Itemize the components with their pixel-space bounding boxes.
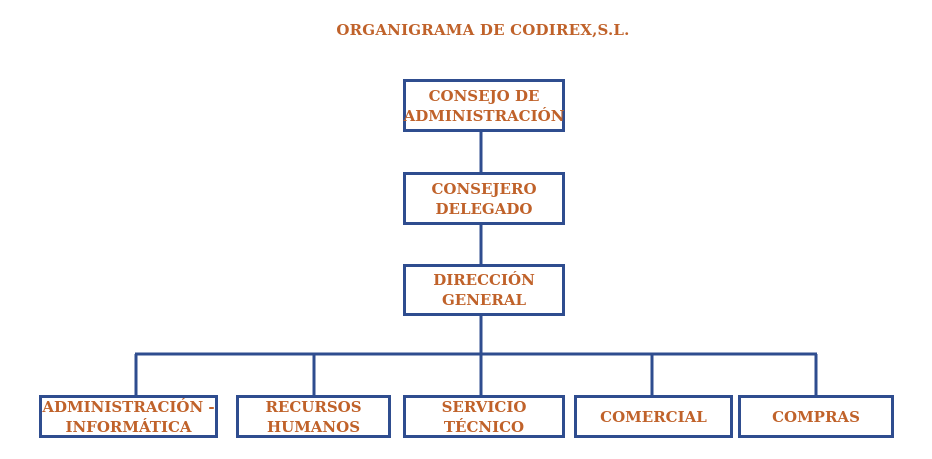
node-label-line2: HUMANOS <box>266 417 361 436</box>
node-administracion-informatica: ADMINISTRACIÓN - INFORMÁTICA <box>39 395 218 438</box>
node-label-line2: INFORMÁTICA <box>65 417 192 436</box>
node-label-line1: COMPRAS <box>772 407 860 426</box>
node-label-line1: CONSEJERO <box>431 179 537 198</box>
node-direccion-general: DIRECCIÓN GENERAL <box>403 264 565 316</box>
node-comercial: COMERCIAL <box>574 395 733 438</box>
node-label-line1: SERVICIO <box>441 397 527 416</box>
node-compras: COMPRAS <box>738 395 894 438</box>
node-label-line1: COMERCIAL <box>600 407 707 426</box>
node-recursos-humanos: RECURSOS HUMANOS <box>236 395 391 438</box>
node-label-line2: TÉCNICO <box>443 417 525 436</box>
node-consejero-delegado: CONSEJERO DELEGADO <box>403 172 565 225</box>
node-servicio-tecnico: SERVICIO TÉCNICO <box>403 395 565 438</box>
node-label-line2: GENERAL <box>441 291 527 309</box>
node-label-line1: CONSEJO DE <box>428 86 540 105</box>
node-label-line2: DELEGADO <box>435 199 533 218</box>
node-label-line1: ADMINISTRACIÓN - <box>42 397 215 416</box>
node-label-line2: ADMINISTRACIÓN <box>403 106 565 125</box>
node-label-line1: RECURSOS <box>265 397 362 416</box>
node-consejo-administracion: CONSEJO DE ADMINISTRACIÓN <box>403 79 565 132</box>
node-label-line1: DIRECCIÓN <box>433 271 535 289</box>
chart-title: ORGANIGRAMA DE CODIREX,S.L. <box>336 21 630 39</box>
